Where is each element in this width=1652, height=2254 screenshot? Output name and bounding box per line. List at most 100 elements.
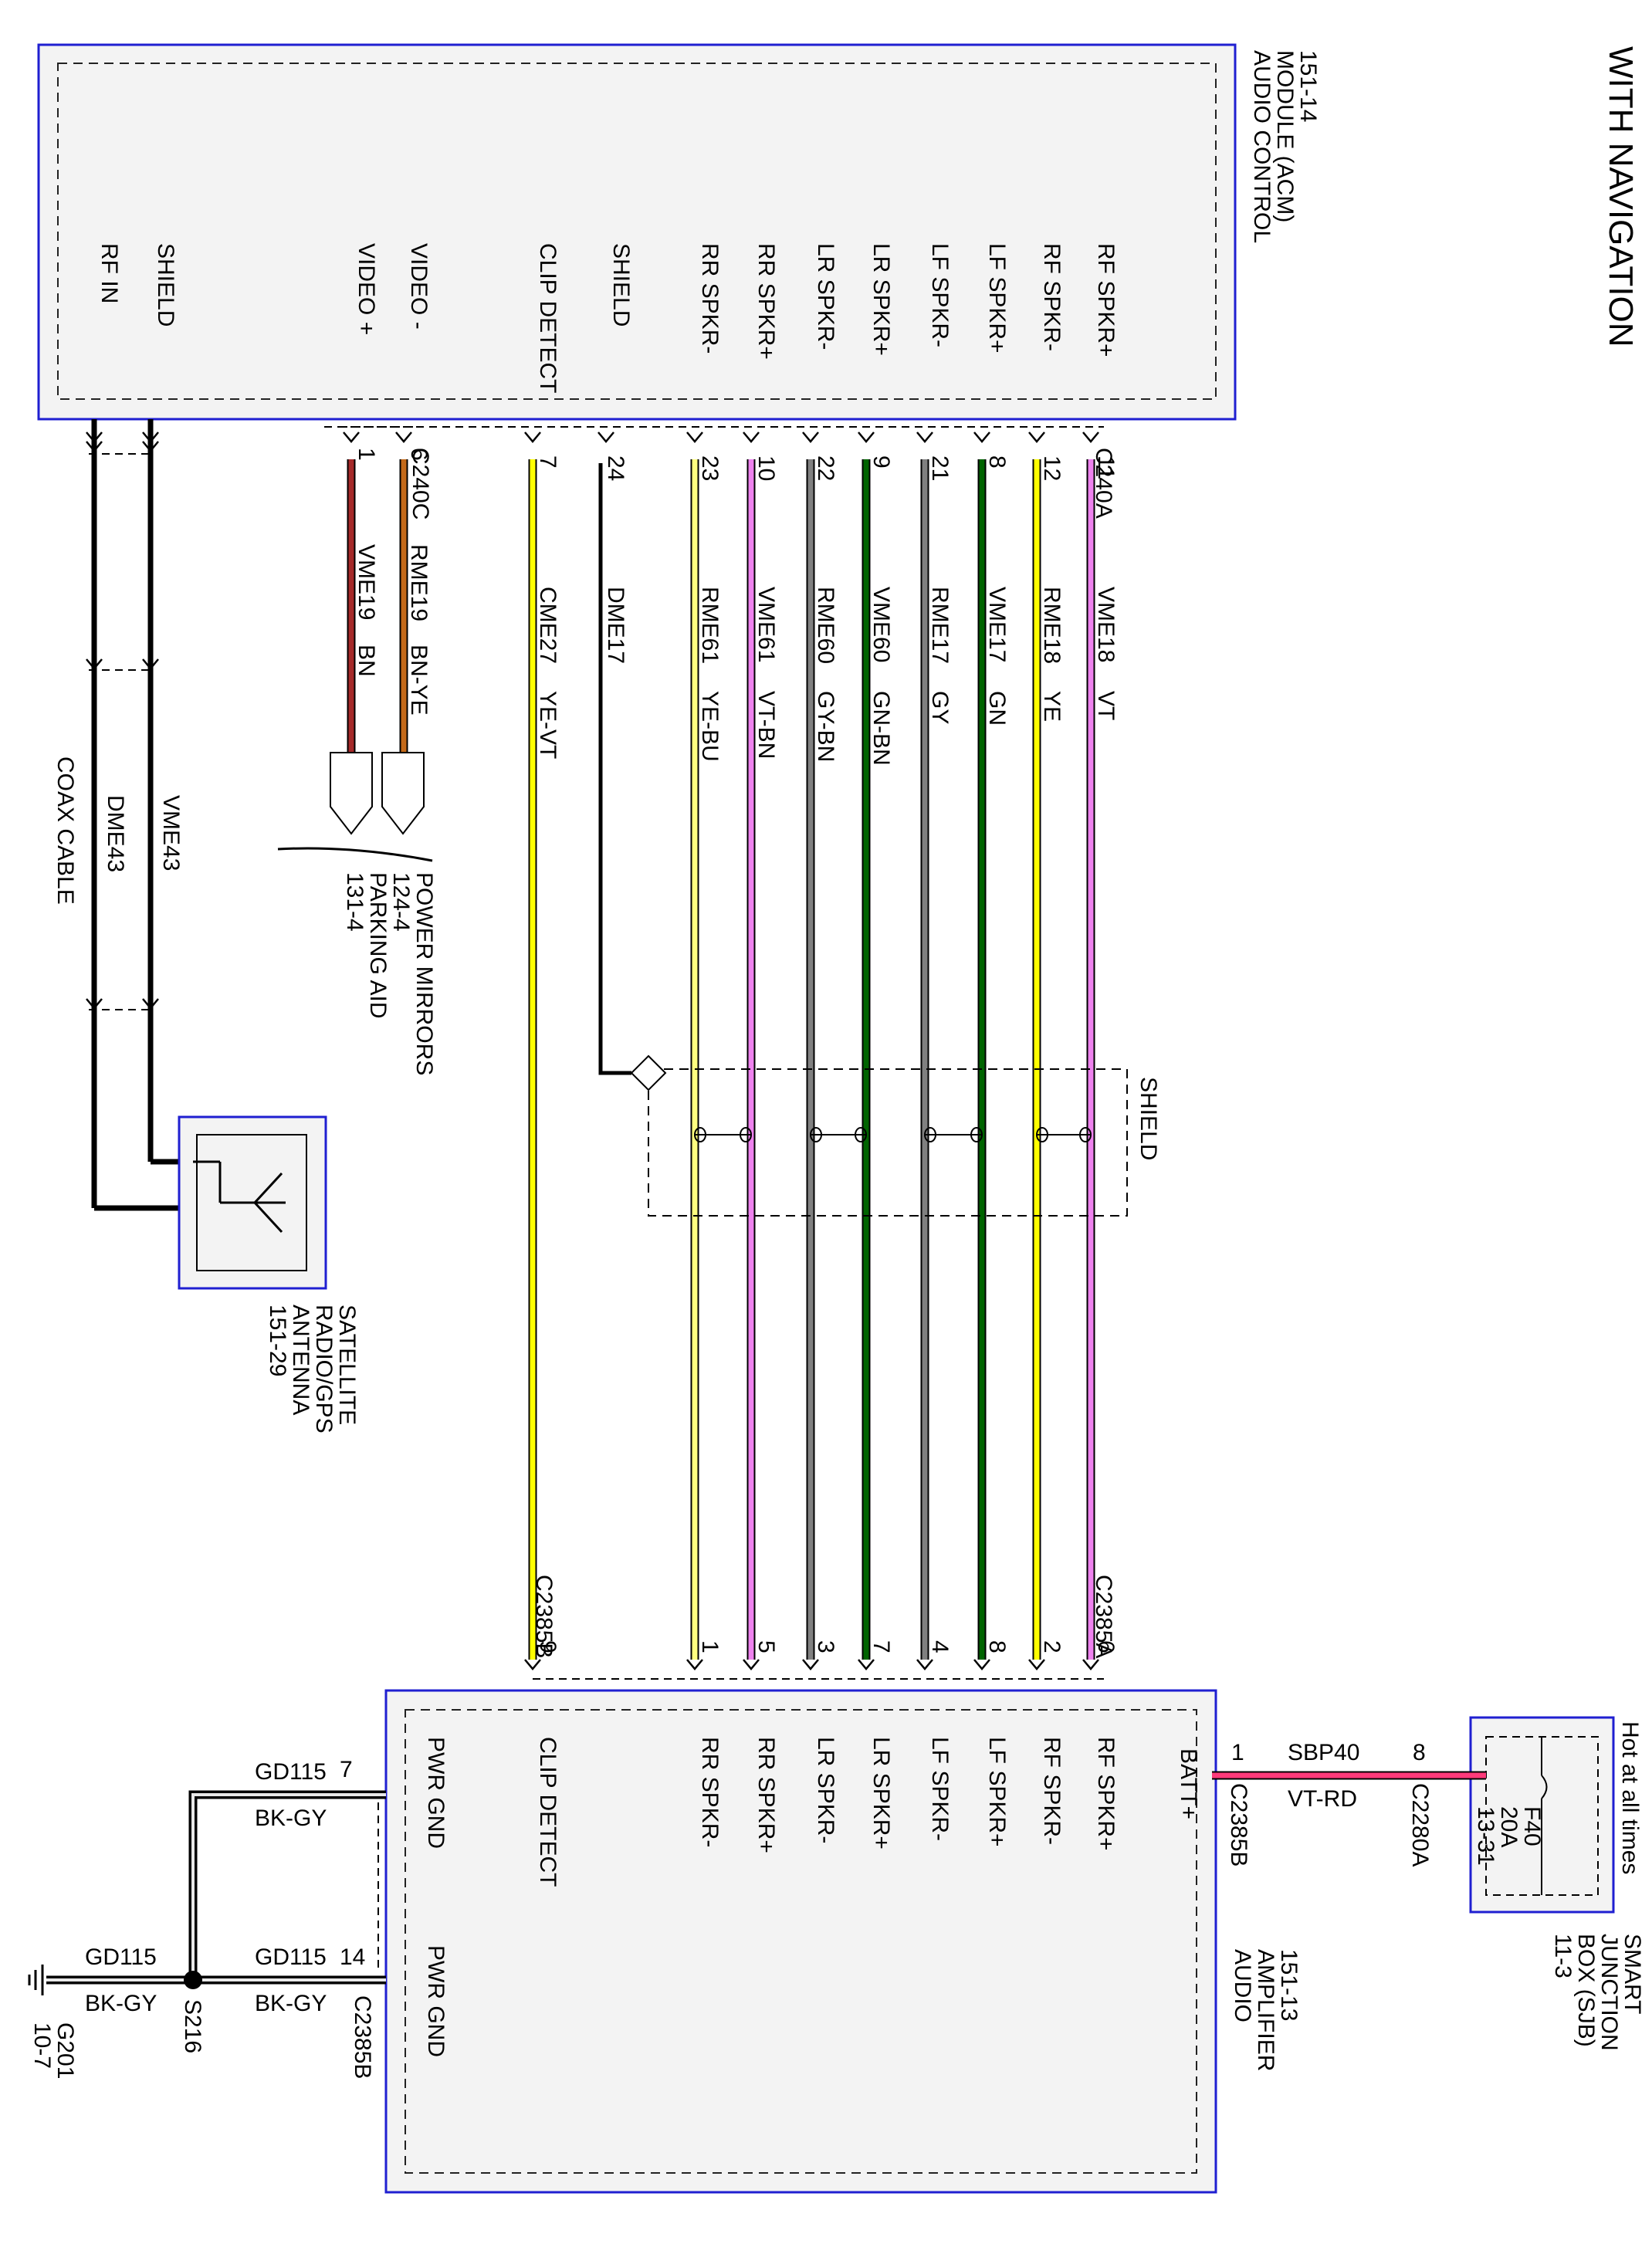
acm-pin-label: SHIELD [608, 243, 634, 327]
clip-circuit: CME27 [535, 587, 560, 664]
wire-circuit: VME18 [1093, 587, 1119, 662]
svg-text:AUDIO: AUDIO [1230, 1949, 1255, 2022]
connector-chevron [1082, 1659, 1099, 1670]
twist-loop [740, 1127, 752, 1142]
twist-loop [694, 1127, 706, 1142]
wire-color-code: YE [1039, 691, 1065, 722]
amp-pin-number: 2 [1039, 1640, 1065, 1653]
video-destination: POWER MIRRORS 124-4 PARKING AID 131-4 [277, 752, 437, 1075]
fuse-ref: 13-31 [1473, 1806, 1498, 1866]
amp-pin-label: CLIP DETECT [535, 1737, 560, 1887]
acm-name-line: 151-14 [1295, 50, 1321, 122]
ground-ref-label: 10-7 [29, 2022, 55, 2069]
connector-chevron [524, 1659, 541, 1670]
connector-chevron [743, 432, 760, 443]
ground-color-upper: BK-GY [255, 1806, 327, 1831]
amp-pin-label-gnd: PWR GND [423, 1945, 449, 2057]
amp-pin-label-gnd: PWR GND [423, 1737, 449, 1849]
connector-chevron [973, 432, 990, 443]
acm-pin-label: VIDEO - [406, 243, 432, 330]
amp-pin-label: RR SPKR- [697, 1737, 723, 1847]
svg-text:JUNCTION: JUNCTION [1596, 1934, 1622, 2051]
wire-color-code: GN [984, 691, 1010, 726]
coax-label: COAX CABLE [52, 756, 78, 905]
connector-chevron [916, 1659, 933, 1670]
video-connector-tip [330, 752, 373, 835]
acm-pin-label: SHIELD [153, 243, 178, 327]
svg-text:13-31: 13-31 [1473, 1806, 1498, 1866]
coax-cable: VME43 DME43 COAX CABLE [52, 419, 193, 1211]
wire-color-code: VT-BN [753, 691, 779, 759]
wire-circuit: VME61 [753, 587, 779, 662]
amp-pin-number: 1 [697, 1640, 723, 1653]
acm-pin-number: 10 [753, 455, 779, 481]
acm-pin-label: LF SPKR+ [984, 243, 1010, 354]
video-dest-line: POWER MIRRORS [411, 872, 437, 1075]
speaker-wires: 116VME18VT122RME18YE88VME17GN214RME17GY9… [528, 455, 1119, 1660]
svg-text:SATELLITE: SATELLITE [334, 1305, 360, 1425]
ground-circuit: GD115 BK-GY 7 GD115 BK-GY 14 GD115 BK-GY… [28, 1757, 386, 2079]
wire-color-code: GY-BN [813, 691, 838, 762]
acm-pin-label: RR SPKR+ [753, 243, 779, 360]
shield-drain-wire [598, 463, 631, 1075]
fuse-icon [1541, 1775, 1548, 1799]
amp-pin-number: 8 [984, 1640, 1010, 1653]
acm-pin-label: RF SPKR- [1039, 243, 1065, 351]
shield-drain-connector [630, 1054, 667, 1091]
connector-chevron [1082, 432, 1099, 443]
ground-point-label: G201 [52, 2022, 78, 2079]
acm-pin-label: LR SPKR+ [868, 243, 894, 356]
acm-pin-label: RR SPKR- [697, 243, 723, 354]
ground-amp-pin-upper: 7 [340, 1757, 353, 1782]
connector-chevron [973, 1659, 990, 1670]
svg-text:RADIO/GPS: RADIO/GPS [311, 1305, 337, 1433]
connector-chevron [858, 1659, 875, 1670]
speaker-shield: SHIELD [598, 463, 1161, 1217]
connector-chevron [858, 432, 875, 443]
antenna-name-line: ANTENNA [288, 1305, 313, 1415]
connector-chevron [1028, 1659, 1045, 1670]
twist-loop [970, 1127, 983, 1142]
amp-pin-number: 6 [1093, 1640, 1119, 1653]
wire-circuit: RME61 [697, 587, 723, 664]
power-circuit: SBP40 [1288, 1740, 1359, 1765]
amp-pin-label-batt: BATT+ [1176, 1748, 1201, 1819]
video-destination-brace [277, 847, 433, 862]
amp-pin-number: 4 [927, 1640, 953, 1653]
acm-pin-label: CLIP DETECT [535, 243, 560, 394]
svg-text:MODULE (ACM): MODULE (ACM) [1272, 50, 1298, 222]
svg-text:151-29: 151-29 [265, 1305, 290, 1376]
connector-c240c: C240C [408, 448, 433, 520]
acm-pin-number: 21 [927, 455, 953, 481]
amp-pin-label: LR SPKR+ [868, 1737, 894, 1850]
twist-loop [855, 1127, 867, 1142]
connector-chevron [802, 1659, 819, 1670]
connector-chevron [86, 658, 103, 670]
connector-chevron [1028, 432, 1045, 443]
svg-text:151-14: 151-14 [1295, 50, 1321, 122]
video-connector-tip [381, 752, 425, 835]
svg-text:POWER MIRRORS: POWER MIRRORS [411, 872, 437, 1075]
acm-pin-label: RF IN [96, 243, 122, 303]
acm-module: AUDIO CONTROL MODULE (ACM) 151-14 RF SPK… [37, 43, 1321, 443]
twist-marks [694, 1127, 1092, 1142]
sjb-name-line: BOX (SJB) [1573, 1934, 1599, 2047]
connector-chevron [686, 1659, 703, 1670]
amp-pin-number: 7 [868, 1640, 894, 1653]
video-acm-pin: 6 [406, 448, 432, 461]
hot-at-all-times-label: Hot at all times [1617, 1721, 1643, 1874]
svg-text:20A: 20A [1496, 1806, 1522, 1847]
wire-color-code: VT [1093, 691, 1119, 720]
wire-circuit: VME60 [868, 587, 894, 662]
antenna-name-line: SATELLITE [334, 1305, 360, 1425]
video-circuit: VME19 [354, 544, 379, 620]
acm-pin-number: 9 [868, 455, 894, 469]
video-dest-line: PARKING AID [365, 872, 391, 1019]
amp-pin-label: LR SPKR- [813, 1737, 838, 1843]
amp-pin-labels: BATT+RF SPKR+RF SPKR-LF SPKR+LF SPKR-LR … [423, 1659, 1201, 2057]
sjb-name-line: SMART [1620, 1934, 1645, 2014]
connector-c2385b-gnd: C2385B [350, 1995, 375, 2079]
acm-pin-label: LF SPKR- [927, 243, 953, 347]
wire-color-code: GN-BN [868, 691, 894, 766]
